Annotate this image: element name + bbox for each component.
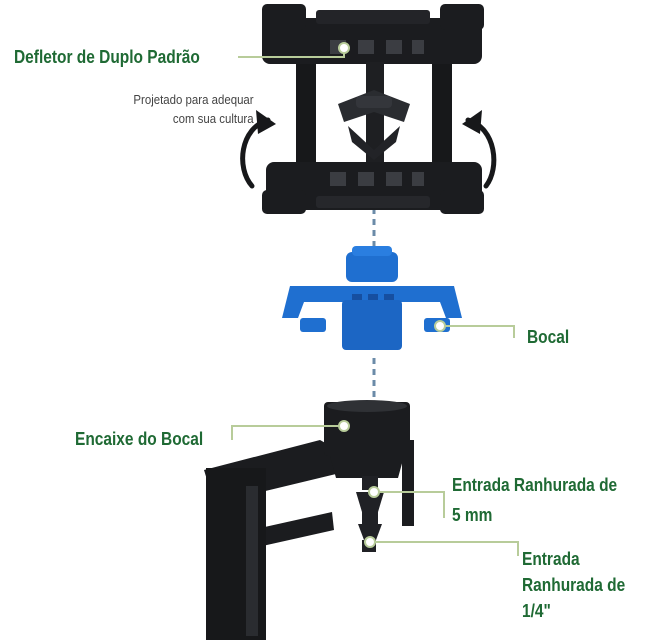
leader-quarter xyxy=(372,541,519,556)
label-deflector-subtitle: Projetado para adequar com sua cultura xyxy=(134,90,254,128)
leader-nozzle xyxy=(440,325,515,338)
label-inlet-5mm: Entrada Ranhurada de 5 mm xyxy=(452,474,617,526)
deflector-part xyxy=(262,4,484,214)
pointer-5mm xyxy=(368,486,380,498)
pointer-nozzle xyxy=(434,320,446,332)
label-inlet-quarter-line3: 1/4" xyxy=(522,601,551,621)
label-nozzle: Bocal xyxy=(527,327,570,347)
label-deflector-sub-line1: Projetado para adequar xyxy=(133,92,254,107)
label-inlet-quarter-line1: Entrada xyxy=(522,549,580,569)
label-inlet-5mm-line2: 5 mm xyxy=(452,505,493,525)
label-deflector-title: Defletor de Duplo Padrão xyxy=(14,47,200,67)
rotate-right-arrow-icon xyxy=(462,110,497,189)
nozzle-part xyxy=(282,246,462,350)
pointer-socket xyxy=(338,420,350,432)
pointer-quarter xyxy=(364,536,376,548)
rotate-left-arrow-icon xyxy=(240,110,276,189)
label-inlet-quarter: Entrada Ranhurada de 1/4" xyxy=(522,546,625,624)
pointer-deflector xyxy=(338,42,350,54)
nozzle-socket-part xyxy=(204,400,414,640)
leader-5mm xyxy=(378,491,445,518)
label-inlet-quarter-line2: Ranhurada de xyxy=(522,575,626,595)
label-deflector-sub-line2: com sua cultura xyxy=(173,111,254,126)
leader-socket xyxy=(231,425,344,440)
label-inlet-5mm-line1: Entrada Ranhurada de xyxy=(452,475,618,495)
label-nozzle-socket: Encaixe do Bocal xyxy=(75,429,204,449)
